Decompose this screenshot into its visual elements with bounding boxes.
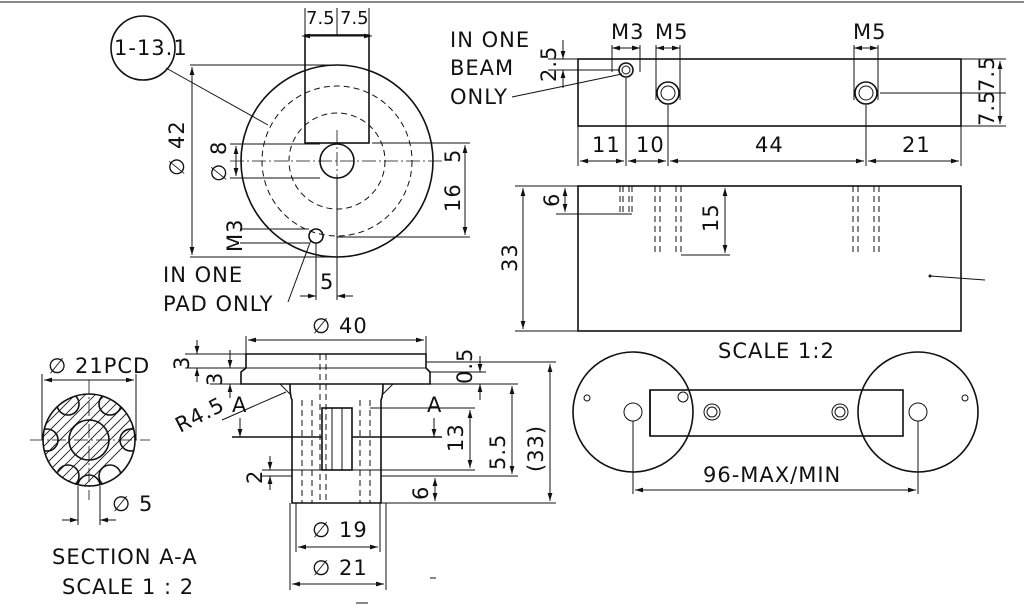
dim-0-5: 0.5 [453, 348, 477, 384]
dim-21: 21 [902, 133, 931, 157]
pad-center-slot [321, 407, 353, 471]
dim-m3-pad: M3 [223, 219, 247, 252]
beam-side-outline [577, 185, 962, 332]
dim-dia-21: ∅ 21 [312, 556, 368, 580]
beam-side-view: 6 15 33 SCALE 1:2 [498, 185, 986, 363]
dim-33-side: 33 [498, 243, 522, 272]
dim-5-right: 5 [441, 149, 465, 163]
section-a-a: ∅ 21PCD ∅ 5 SECTION A-A SCALE 1 : 2 [30, 354, 198, 599]
dim-5-bottom: 5 [320, 270, 334, 294]
dim-7-5-upper: 7.5 [975, 56, 999, 92]
note-in-one-pad-1: IN ONE [163, 263, 243, 287]
dim-6-pad: 6 [409, 486, 433, 500]
dim-2: 2 [243, 470, 267, 484]
dim-7-5-left: 7.5 [306, 8, 335, 29]
dim-2-5: 2.5 [537, 46, 561, 82]
dim-m5-right: M5 [853, 20, 886, 44]
section-scale: SCALE 1 : 2 [62, 575, 194, 599]
dim-33-ref: (33) [524, 425, 548, 472]
dim-44: 44 [755, 133, 784, 157]
pad-front-view: 7.5 7.5 ∅ 42 ∅ 8 16 5 M3 5 IN ONE PAD ON… [163, 8, 470, 316]
dim-11: 11 [592, 133, 621, 157]
ref-bubble-label: 1-13.1 [114, 36, 188, 60]
note-beam-1: IN ONE [450, 28, 530, 52]
beam-m3-hole [618, 62, 634, 78]
beam-top-view: M3 M5 M5 2.5 7.5 7.5 11 10 44 21 IN ONE … [450, 20, 1006, 166]
dim-3-b: 3 [203, 372, 227, 386]
dim-7-5-lower: 7.5 [975, 90, 999, 126]
dim-21-pcd: ∅ 21PCD [48, 354, 150, 378]
dim-16: 16 [441, 183, 465, 212]
assembly-view: 96-MAX/MIN [572, 351, 979, 494]
dim-96-max-min: 96-MAX/MIN [703, 463, 841, 487]
dim-r4-5: R4.5 [171, 392, 228, 437]
dim-6-side: 6 [540, 193, 564, 207]
pad-neck [289, 383, 384, 504]
dim-dia-42: ∅ 42 [165, 120, 189, 176]
dim-10: 10 [636, 133, 665, 157]
note-beam-2: BEAM [450, 56, 514, 80]
dim-dia-5: ∅ 5 [112, 492, 153, 516]
section-mark-a-right: A [427, 393, 442, 417]
beam-m5-hole-1 [656, 81, 680, 105]
pad-flange [240, 353, 431, 385]
dim-7-5-right: 7.5 [340, 8, 369, 29]
ref-bubble: 1-13.1 [110, 15, 269, 126]
dim-13: 13 [444, 423, 468, 452]
dim-dia-8: ∅ 8 [207, 141, 231, 182]
note-beam-3: ONLY [450, 85, 508, 109]
dim-3-a: 3 [170, 356, 194, 370]
section-mark-a-left: A [232, 393, 247, 417]
dim-15: 15 [699, 203, 723, 232]
beam-m5-hole-2 [854, 81, 878, 105]
dim-5-5: 5.5 [486, 434, 510, 470]
dim-m5-left: M5 [655, 20, 688, 44]
note-in-one-pad-2: PAD ONLY [163, 292, 274, 316]
scale-1-2-label: SCALE 1:2 [718, 339, 835, 363]
dim-dia-40: ∅ 40 [312, 314, 368, 338]
dim-m3-beam: M3 [611, 20, 644, 44]
pad-side-view: ∅ 40 3 3 0.5 (33) 5.5 13 6 [170, 314, 556, 590]
section-title: SECTION A-A [52, 545, 198, 569]
dim-dia-19: ∅ 19 [312, 518, 368, 542]
